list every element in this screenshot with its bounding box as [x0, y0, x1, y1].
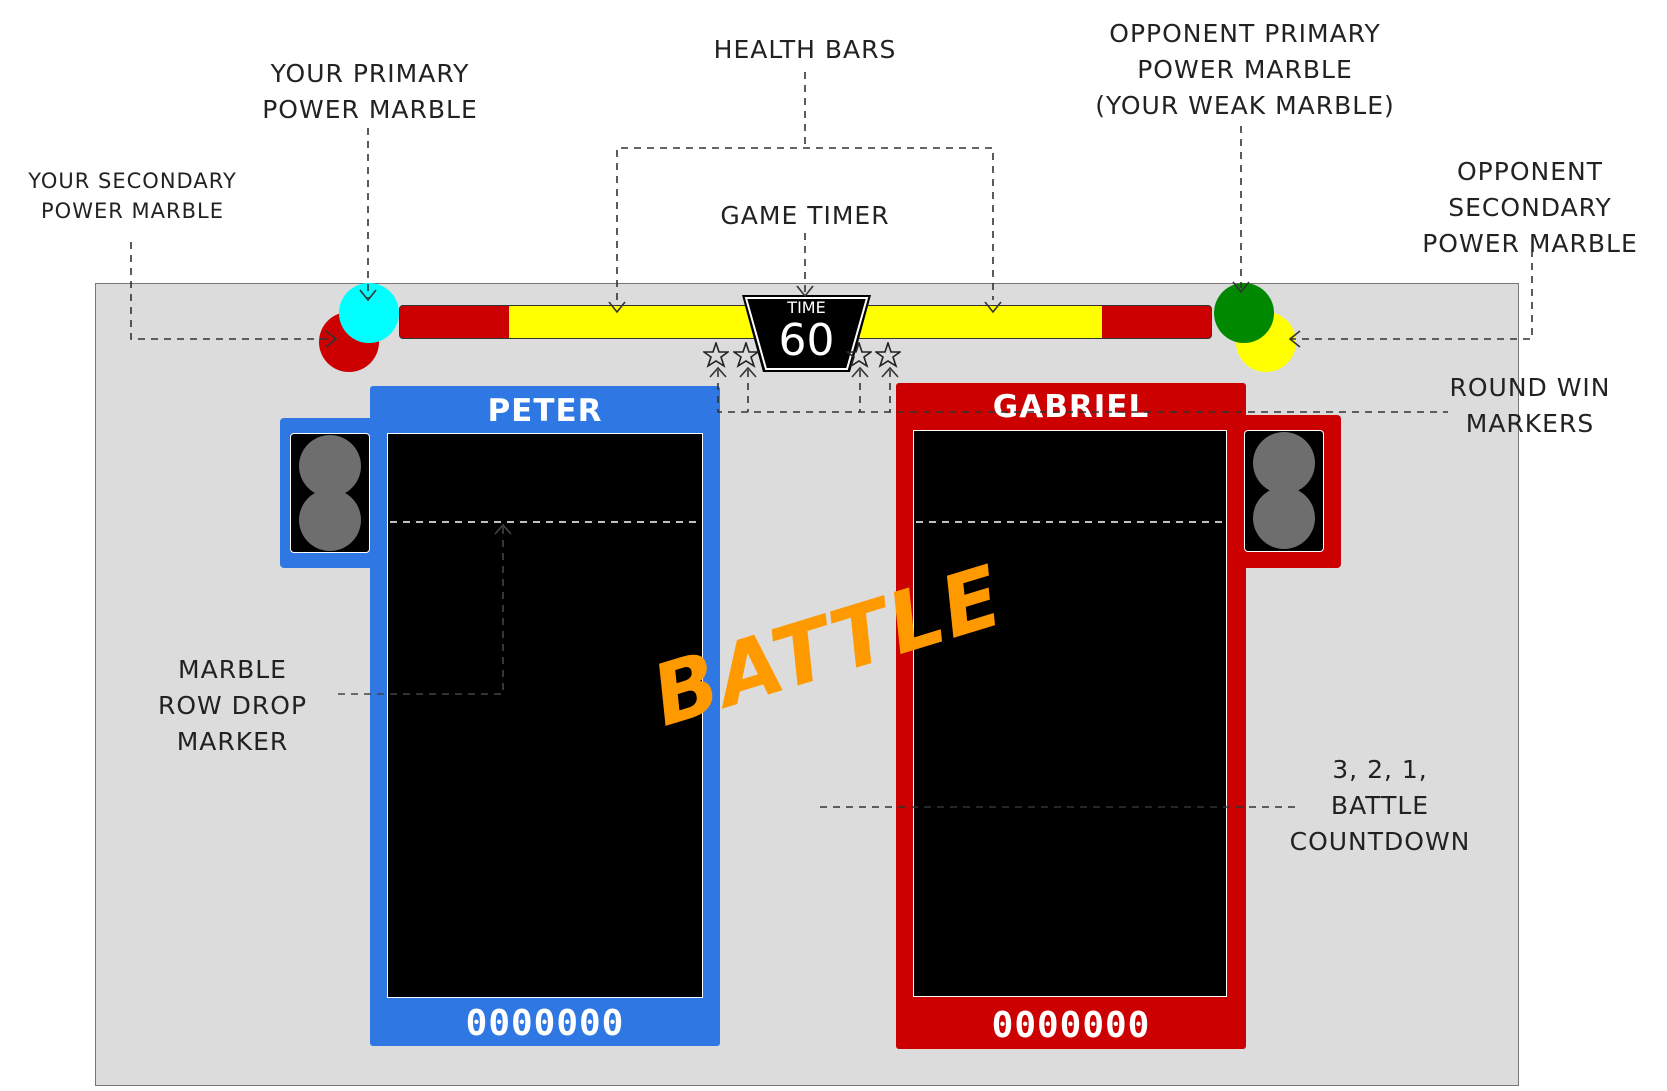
callout-primary-marble: YOUR PRIMARY POWER MARBLE [262, 59, 478, 124]
queued-marble [1253, 487, 1315, 549]
queued-marble [1253, 432, 1315, 494]
callout-battle-countdown: 3, 2, 1, BATTLE COUNTDOWN [1289, 755, 1471, 856]
timer-value: 60 [778, 315, 835, 366]
callout-secondary-marble: YOUR SECONDARY POWER MARBLE [28, 169, 237, 223]
player-left-next-queue [290, 433, 370, 553]
round-win-star-icon [846, 342, 872, 368]
player-right-next-queue [1244, 430, 1324, 552]
round-win-star-icon [733, 342, 759, 368]
callout-round-win-markers: ROUND WIN MARKERS [1449, 373, 1611, 438]
callout-health-bars: HEALTH BARS [713, 35, 897, 64]
queued-marble [299, 435, 361, 497]
player-right-score: 0000000 [991, 1005, 1151, 1046]
player-right-name: GABRIEL [992, 389, 1150, 425]
round-win-star-icon [875, 342, 901, 368]
your-primary-power-marble [339, 283, 399, 343]
player-left-score: 0000000 [465, 1003, 625, 1044]
player-right-marble-well [913, 430, 1227, 997]
game-timer: TIME 60 [742, 295, 871, 372]
callout-opponent-secondary: OPPONENT SECONDARY POWER MARBLE [1422, 157, 1638, 258]
callout-game-timer: GAME TIMER [720, 201, 890, 230]
round-win-star-icon [703, 342, 729, 368]
timer-label: TIME [787, 298, 826, 317]
callout-row-drop-marker: MARBLE ROW DROP MARKER [157, 655, 308, 756]
player-left-marble-well [387, 433, 703, 998]
opponent-primary-power-marble [1214, 283, 1274, 343]
player-left-name: PETER [487, 393, 603, 429]
queued-marble [299, 489, 361, 551]
callout-opponent-primary: OPPONENT PRIMARY POWER MARBLE (YOUR WEAK… [1095, 19, 1395, 120]
